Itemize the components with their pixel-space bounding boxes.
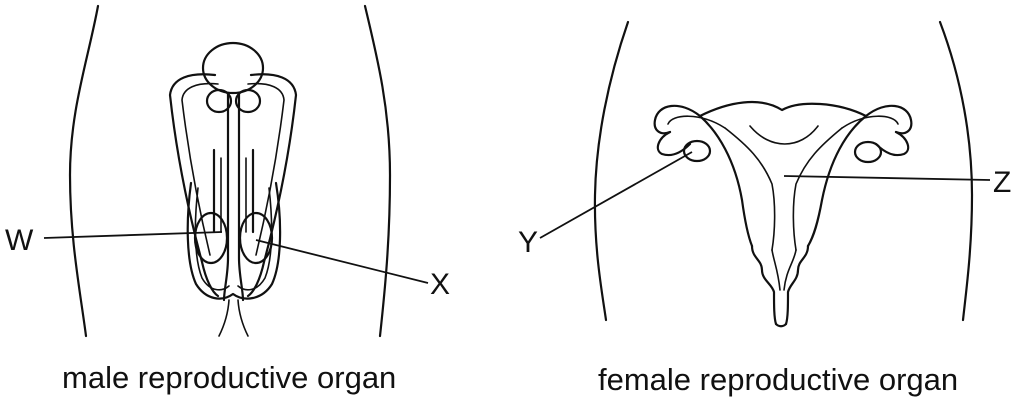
female-funnel-left (658, 132, 690, 155)
female-oviduct-left-inner (668, 116, 725, 128)
male-scrotum-inner (195, 188, 229, 290)
female-body-outline-left (595, 22, 628, 320)
male-diagram: W X male reproductive organ (5, 6, 450, 395)
female-fundus (750, 126, 818, 144)
female-oviduct-right-inner (842, 116, 898, 128)
female-ovary-right (855, 142, 881, 162)
female-diagram: Y Z female reproductive organ (518, 22, 1011, 397)
female-vagina-right (786, 246, 808, 324)
female-oviduct-left (655, 106, 700, 133)
female-vagina-end (776, 324, 786, 326)
female-body-outline-right (940, 22, 972, 320)
female-uterus-cavity (725, 128, 775, 250)
male-body-outline-right (365, 6, 390, 336)
male-urethra-right-wall (239, 93, 243, 300)
pointer-z (784, 176, 990, 180)
label-w: W (5, 224, 34, 257)
female-uterus-outer-left (700, 116, 752, 246)
male-scrotum (188, 183, 280, 299)
male-body-outline-left (70, 6, 98, 336)
female-vagina-left (752, 246, 776, 324)
label-z: Z (993, 166, 1011, 199)
female-oviduct-right (866, 106, 911, 133)
male-testis-left (195, 213, 227, 263)
female-uterus-outer (700, 102, 866, 246)
pointer-y (540, 152, 692, 238)
pointer-x (256, 240, 428, 283)
label-x: X (430, 268, 450, 301)
label-y: Y (518, 226, 538, 259)
female-uterus-cavity-right (793, 128, 842, 250)
male-thigh-line-left (219, 300, 229, 336)
male-urethra (224, 93, 228, 300)
male-scrotum-inner-right (238, 188, 272, 290)
male-caption: male reproductive organ (62, 360, 396, 395)
male-thigh-line-right (238, 300, 248, 336)
female-caption: female reproductive organ (598, 362, 958, 397)
male-bladder (203, 43, 263, 93)
female-ovary-left (684, 141, 710, 161)
